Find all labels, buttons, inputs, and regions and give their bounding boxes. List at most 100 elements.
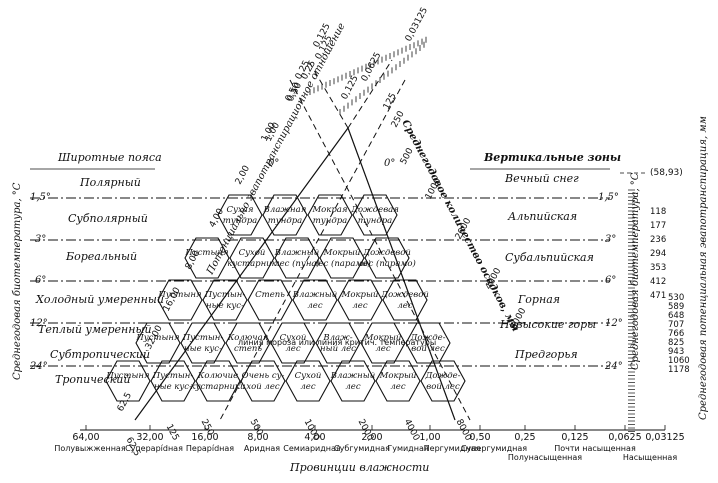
cell-label-1: Пустын- bbox=[152, 371, 194, 381]
cell-label-2: тундра bbox=[268, 216, 303, 226]
cell-label-2: лес bbox=[285, 344, 300, 354]
cell-label-1: Мокрый bbox=[379, 371, 417, 381]
cell-label-1: Влажная bbox=[263, 205, 307, 215]
hexagon-cell bbox=[274, 237, 320, 279]
hexagon-cell bbox=[382, 279, 428, 321]
cell-label-2: лес bbox=[307, 301, 322, 311]
pet-value: 943 bbox=[668, 347, 684, 357]
hexagon-cell bbox=[360, 322, 406, 364]
pet-value: 825 bbox=[668, 338, 684, 348]
belt-subpolar: Субполярный bbox=[68, 212, 148, 225]
pet-value: 177 bbox=[650, 221, 666, 231]
pet-value: 1178 bbox=[668, 365, 690, 375]
dashed-guide-1 bbox=[307, 59, 349, 129]
pet-value: 471 bbox=[650, 291, 666, 301]
zone-foothills: Предгорья bbox=[514, 348, 578, 361]
hexagon-cell bbox=[247, 279, 293, 321]
humidity-tick-label: 32,00 bbox=[136, 432, 163, 443]
zero-label-left: 0° bbox=[268, 158, 279, 169]
zone-subalpine: Субальпийская bbox=[505, 251, 594, 264]
humidity-province: Насыщенная bbox=[623, 453, 677, 462]
cell-label-2: ный лес bbox=[320, 344, 356, 354]
humidity-province: Пергумидная bbox=[424, 444, 481, 453]
cell-label-2: ные кус- bbox=[184, 344, 222, 354]
cell-label-2: степь bbox=[234, 344, 262, 354]
cell-label-1: Пустыня bbox=[135, 333, 180, 343]
cell-label-1: Дождевая bbox=[350, 205, 399, 215]
cell-label-2: ные кус- bbox=[206, 301, 244, 311]
humidity-province: Аридная bbox=[244, 444, 280, 453]
humidity-tick-label: 16,00 bbox=[191, 432, 218, 443]
hexagon-cell bbox=[180, 322, 226, 364]
humidity-tick-label: 2,00 bbox=[361, 432, 382, 443]
humidity-province: Супергумидная bbox=[461, 444, 527, 453]
precip-tick-label: 125 bbox=[164, 423, 181, 443]
humidity-tick-label: 0,03125 bbox=[645, 432, 684, 443]
cell-label-1: Мокрый bbox=[341, 290, 379, 300]
hexagon-cell bbox=[240, 360, 286, 402]
cell-label-2: тундра bbox=[313, 216, 348, 226]
left-temp-2: 3° bbox=[35, 234, 46, 245]
cell-label-1: Сухой bbox=[295, 371, 322, 381]
humidity-tick-label: 0,0625 bbox=[608, 432, 641, 443]
cell-label-2: тундра bbox=[223, 216, 258, 226]
zone-alpine: Альпийская bbox=[507, 210, 577, 223]
hexagon-cell bbox=[307, 194, 353, 236]
humidity-tick-label: 0,25 bbox=[514, 432, 535, 443]
belt-polar: Полярный bbox=[79, 176, 141, 189]
dashed-guide-2 bbox=[347, 59, 393, 129]
hexagon-cell bbox=[364, 237, 410, 279]
zone-low-mountains: Невысокие горы bbox=[499, 318, 596, 331]
left-temp-1: 1,5° bbox=[30, 192, 51, 203]
right-temp-3: 6° bbox=[605, 275, 616, 286]
pet-ratio-axis-title: Потенциально эвапотранспирационное отнош… bbox=[204, 21, 347, 277]
cell-label-2: тундра bbox=[358, 216, 393, 226]
cell-label-1: Влажный bbox=[274, 248, 319, 258]
right-temp-4: 12° bbox=[605, 318, 623, 329]
hexagon-cell bbox=[405, 322, 451, 364]
pet-ratio-tick-label: 2,00 bbox=[234, 164, 252, 187]
zero-label-right: 0° bbox=[384, 158, 395, 169]
hexagon-cell bbox=[262, 194, 308, 236]
hexagon-cell bbox=[337, 279, 383, 321]
dashed-guide-3 bbox=[289, 79, 471, 421]
cell-label-1: Сухой bbox=[280, 333, 307, 343]
humidity-axis-title: Провинции влажности bbox=[289, 461, 429, 474]
humidity-province: Суперарídная bbox=[125, 444, 183, 453]
cell-label-2: лес bbox=[352, 301, 367, 311]
triangle-right-edge bbox=[347, 127, 456, 421]
pet-value: 236 bbox=[650, 235, 666, 245]
pet-value: 1060 bbox=[668, 356, 690, 366]
cell-label-1: Влажный bbox=[292, 290, 337, 300]
hexagon-cell bbox=[157, 279, 203, 321]
cell-label-2: лес bbox=[300, 382, 315, 392]
left-axis-title: Среднегодовая биотемпература, °С bbox=[12, 182, 23, 380]
belt-warm-temperate: Теплый умеренный bbox=[38, 323, 152, 336]
right-axis-title: Среднегодовая биотемпература, °С bbox=[630, 172, 641, 370]
zone-eternal-snow: Вечный снег bbox=[504, 172, 579, 185]
altitude-header: Вертикальные зоны bbox=[483, 151, 621, 164]
hexagon-cell bbox=[375, 360, 421, 402]
pet-value: 530 bbox=[668, 293, 684, 303]
cell-label-1: Дожде- bbox=[410, 333, 446, 343]
humidity-tick-label: 4,00 bbox=[304, 432, 325, 443]
hexagon-cell bbox=[225, 322, 271, 364]
pet-value: 294 bbox=[650, 249, 666, 259]
cell-label-2: лес (парамо) bbox=[358, 258, 416, 269]
precip-right-tick-label: 125 bbox=[382, 92, 399, 112]
cell-label-1: Степь bbox=[255, 290, 285, 300]
cell-label-1: Мокрая bbox=[311, 205, 347, 215]
hexagon-cell bbox=[217, 194, 263, 236]
humidity-province: Семиаридная bbox=[283, 444, 341, 453]
hexagon-cell bbox=[420, 360, 466, 402]
cell-label-1: Пустын- bbox=[182, 333, 224, 343]
pet-value: 589 bbox=[668, 302, 684, 312]
cell-label-2: кустарник bbox=[227, 259, 277, 269]
pet-value: 353 bbox=[650, 263, 666, 273]
cell-label-1: Мокрый bbox=[323, 248, 361, 258]
cell-label-1: Очень су- bbox=[242, 371, 285, 381]
humidity-province: Гумидная bbox=[387, 444, 429, 453]
frost-line-label: линия мороза или линия критич. температу… bbox=[238, 338, 436, 347]
cell-label-1: Дождевой bbox=[362, 248, 411, 258]
